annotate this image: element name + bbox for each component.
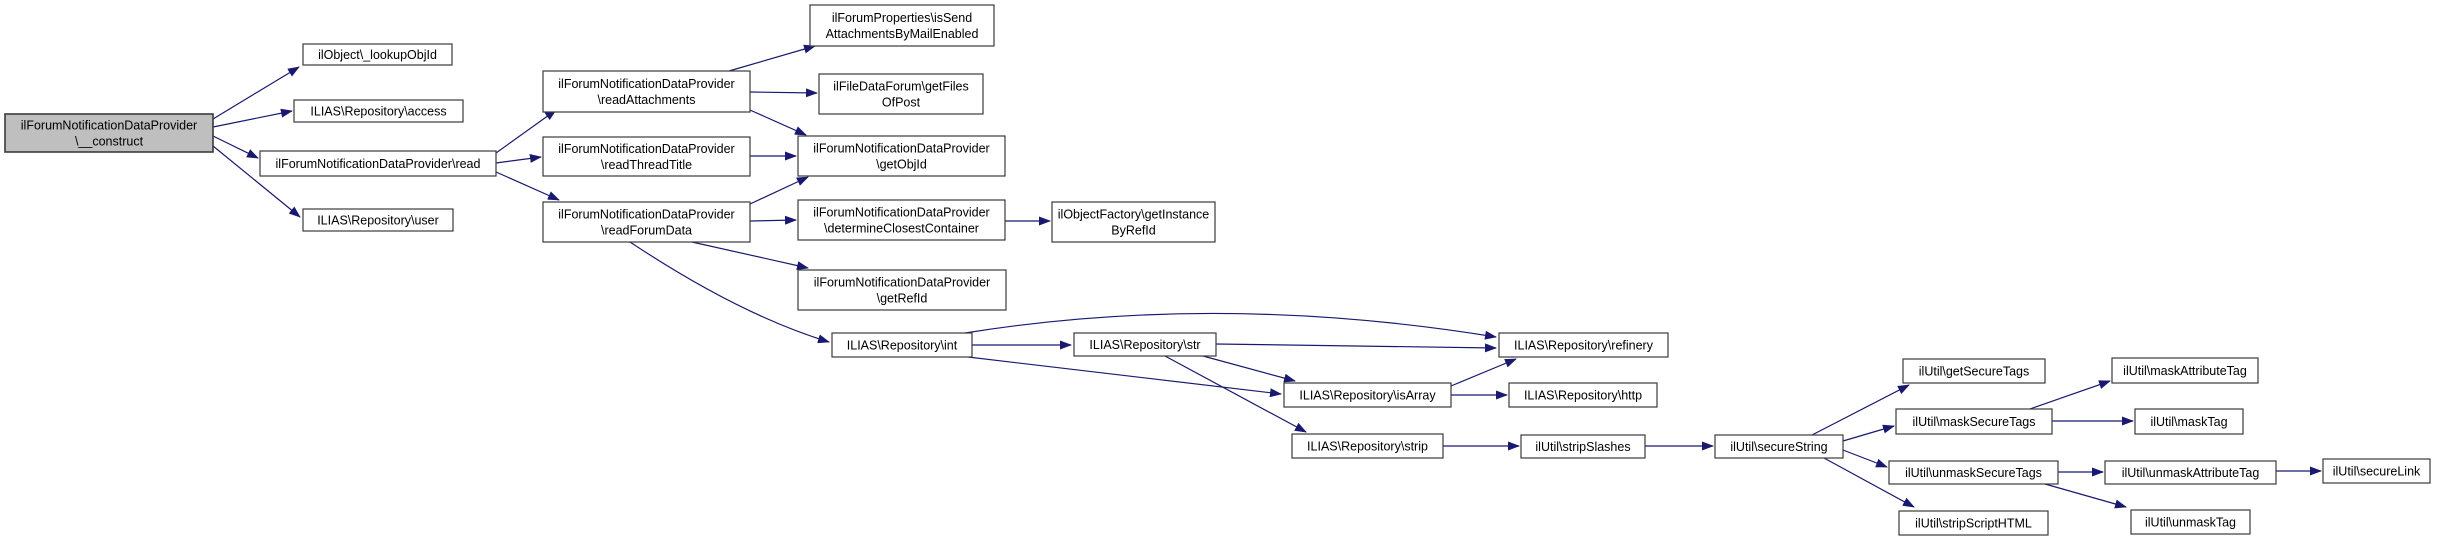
node-get-ref-id-box[interactable] [797, 269, 1007, 311]
node-get-obj-id[interactable]: ilForumNotificationDataProvider\getObjId [797, 135, 1006, 177]
node-construct[interactable]: ilForumNotificationDataProvider\__constr… [4, 113, 214, 153]
edge-read-attachments--is-send-attachments [728, 44, 816, 72]
node-get-ref-id[interactable]: ilForumNotificationDataProvider\getRefId [797, 269, 1007, 311]
edge-mask-secure-tags--mask-attribute-tag [2029, 380, 2111, 410]
node-user-box[interactable] [302, 208, 454, 232]
edge-secure-string--unmask-secure-tags [1842, 449, 1888, 468]
node-str[interactable]: ILIAS\Repository\str [1073, 332, 1217, 357]
node-mask-secure-tags[interactable]: ilUtil\maskSecureTags [1895, 408, 2053, 435]
edge-construct--read [212, 135, 259, 159]
node-mask-tag[interactable]: ilUtil\maskTag [2134, 408, 2244, 435]
edge-str--strip [1164, 355, 1307, 433]
node-read-thread-title[interactable]: ilForumNotificationDataProvider\readThre… [542, 136, 751, 177]
node-determine-closest-container[interactable]: ilForumNotificationDataProvider\determin… [797, 199, 1006, 241]
node-access[interactable]: ILIAS\Repository\access [293, 99, 464, 123]
node-determine-closest-container-box[interactable] [797, 199, 1006, 241]
node-refinery-box[interactable] [1498, 332, 1669, 358]
edge-read-forum-data--get-ref-id [691, 241, 809, 270]
node-lookup-obj-id[interactable]: ilObject\_lookupObjId [302, 43, 453, 66]
node-unmask-secure-tags-box[interactable] [1888, 460, 2059, 485]
node-strip-slashes-box[interactable] [1520, 434, 1646, 459]
node-user[interactable]: ILIAS\Repository\user [302, 208, 454, 232]
node-is-send-attachments[interactable]: ilForumProperties\isSendAttachmentsByMai… [809, 4, 995, 47]
node-strip-box[interactable] [1291, 433, 1444, 459]
node-is-array[interactable]: ILIAS\Repository\isArray [1283, 382, 1452, 408]
edge-str--is-array [1202, 355, 1296, 383]
node-refinery[interactable]: ILIAS\Repository\refinery [1498, 332, 1669, 358]
edge-read--read-thread-title [495, 153, 542, 164]
node-read[interactable]: ilForumNotificationDataProvider\read [259, 150, 497, 177]
node-strip[interactable]: ILIAS\Repository\strip [1291, 433, 1444, 459]
node-unmask-attribute-tag[interactable]: ilUtil\unmaskAttributeTag [2104, 460, 2277, 485]
node-strip-slashes[interactable]: ilUtil\stripSlashes [1520, 434, 1646, 459]
edge-read-attachments--get-files-of-post [749, 88, 818, 98]
edge-read--read-forum-data [495, 171, 560, 201]
edge-int--refinery [964, 312, 1497, 340]
edges-layer [212, 44, 2322, 509]
node-read-attachments-box[interactable] [542, 70, 751, 113]
node-get-instance-by-ref-id-box[interactable] [1051, 201, 1216, 243]
edge-read-attachments--get-obj-id [749, 109, 807, 136]
node-read-thread-title-box[interactable] [542, 136, 751, 177]
node-str-box[interactable] [1073, 332, 1217, 357]
node-access-box[interactable] [293, 99, 464, 123]
node-unmask-secure-tags[interactable]: ilUtil\unmaskSecureTags [1888, 460, 2059, 485]
node-secure-link[interactable]: ilUtil\secureLink [2322, 458, 2431, 484]
edge-construct--access [212, 108, 293, 128]
node-unmask-attribute-tag-box[interactable] [2104, 460, 2277, 485]
edge-str--refinery [1215, 343, 1497, 353]
node-strip-script-html[interactable]: ilUtil\stripScriptHTML [1898, 510, 2049, 536]
node-mask-tag-box[interactable] [2134, 408, 2244, 435]
edge-is-array--refinery [1450, 358, 1517, 387]
node-secure-link-box[interactable] [2322, 458, 2431, 484]
node-is-array-box[interactable] [1283, 382, 1452, 408]
edge-construct--lookup-obj-id [212, 66, 300, 120]
node-get-files-of-post-box[interactable] [818, 73, 984, 115]
node-unmask-tag[interactable]: ilUtil\unmaskTag [2130, 509, 2251, 535]
edge-secure-string--get-secure-tags [1811, 384, 1910, 436]
node-read-forum-data[interactable]: ilForumNotificationDataProvider\readForu… [542, 201, 751, 243]
node-read-box[interactable] [259, 150, 497, 177]
node-strip-script-html-box[interactable] [1898, 510, 2049, 536]
node-read-forum-data-box[interactable] [542, 201, 751, 243]
node-int[interactable]: ILIAS\Repository\int [831, 332, 973, 358]
node-http-box[interactable] [1508, 382, 1658, 408]
edge-int--is-array [967, 356, 1282, 398]
node-mask-attribute-tag-box[interactable] [2111, 357, 2259, 384]
edge-read--read-attachments [495, 109, 557, 154]
node-unmask-tag-box[interactable] [2130, 509, 2251, 535]
node-lookup-obj-id-box[interactable] [302, 43, 453, 66]
edge-secure-string--mask-secure-tags [1842, 424, 1895, 442]
node-read-attachments[interactable]: ilForumNotificationDataProvider\readAtta… [542, 70, 751, 113]
node-secure-string[interactable]: ilUtil\secureString [1714, 434, 1844, 459]
node-construct-box[interactable] [4, 113, 214, 153]
edge-unmask-secure-tags--unmask-tag [2044, 483, 2127, 509]
node-get-secure-tags-box[interactable] [1902, 358, 2046, 384]
node-int-box[interactable] [831, 332, 973, 358]
edge-read-forum-data--determine-closest-container [749, 215, 797, 225]
edge-read-forum-data--get-obj-id [749, 176, 809, 205]
node-get-secure-tags[interactable]: ilUtil\getSecureTags [1902, 358, 2046, 384]
edge-read-forum-data--int [629, 241, 830, 344]
node-mask-secure-tags-box[interactable] [1895, 408, 2053, 435]
node-secure-string-box[interactable] [1714, 434, 1844, 459]
node-http[interactable]: ILIAS\Repository\http [1508, 382, 1658, 408]
node-mask-attribute-tag[interactable]: ilUtil\maskAttributeTag [2111, 357, 2259, 384]
node-is-send-attachments-box[interactable] [809, 4, 995, 47]
edge-construct--user [212, 145, 301, 218]
node-get-obj-id-box[interactable] [797, 135, 1006, 177]
edge-secure-string--strip-script-html [1823, 457, 1915, 508]
